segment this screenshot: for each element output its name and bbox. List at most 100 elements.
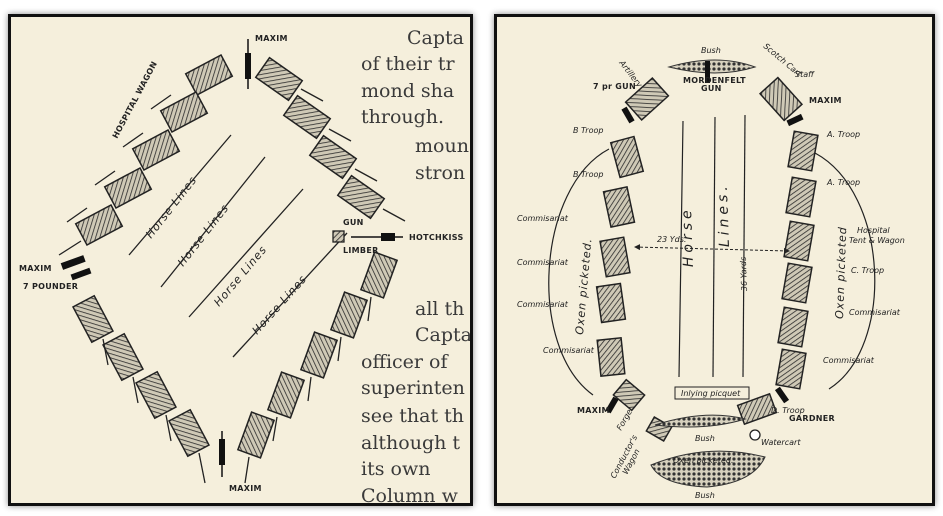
maxim-bottom-label: MAXIM (577, 406, 610, 415)
wagon (168, 408, 210, 458)
wagon (785, 176, 817, 218)
commissariat-left-2: Commisariat (517, 258, 569, 267)
horse-lines-label-3: Horse Lines (211, 243, 269, 309)
wagon (102, 332, 144, 382)
book-text-line: Capta (415, 324, 472, 346)
wagon (299, 331, 339, 379)
wagon (74, 204, 124, 246)
horse-lines-label-4: Horse Lines (250, 272, 310, 337)
wagon (781, 262, 813, 304)
left-laager-diagram-panel: Horse Lines Horse Lines Horse Lines Hors… (8, 14, 473, 506)
wagon (336, 174, 386, 220)
commissariat-left-3: Commisariat (517, 300, 569, 309)
wagon (612, 378, 646, 412)
wagons-northwest (58, 54, 234, 256)
commissariat-left-1: Commisariat (517, 214, 569, 223)
watercart (749, 429, 761, 441)
horse-lines-label-2: Horse Lines (175, 202, 232, 269)
c-troop-label: C. Troop (851, 266, 884, 275)
wagon (645, 416, 673, 442)
horse-line-rope (232, 232, 348, 358)
bush-top (667, 59, 757, 74)
wagon (777, 306, 809, 348)
book-text-line: its own (361, 458, 431, 480)
d-troop-label: D. Troop (771, 406, 805, 415)
maxim-left-label: MAXIM (19, 264, 52, 273)
staff-label: Staff (795, 70, 815, 79)
wagons-west (595, 76, 670, 377)
horse-line-rope (160, 156, 266, 288)
wagon (135, 370, 177, 420)
gun-limber-label-1: GUN (343, 218, 364, 227)
gardner-gun (774, 386, 790, 404)
right-laager-diagram-panel: Bush MORDENFELT GUN (494, 14, 935, 506)
yds-23-label: 23 Yds. (657, 235, 686, 244)
wagon (184, 54, 234, 96)
seven-pr-gun-label: 7 pr GUN (593, 82, 636, 91)
book-text-line: see that th (361, 405, 465, 427)
wagon (308, 134, 358, 180)
oxen-bottom-label: Oxen picketed. (673, 456, 734, 465)
right-laager-diagram: Bush MORDENFELT GUN (517, 42, 905, 500)
commissariat-left-4: Commisariat (543, 346, 595, 355)
gun-limber (332, 230, 345, 243)
book-text-line: moun (415, 135, 469, 157)
wagons-northeast (254, 56, 406, 222)
seven-pounder-label: 7 POUNDER (23, 282, 78, 291)
gun-limber-label-2: LIMBER (343, 246, 379, 255)
bush-top-label: Bush (701, 46, 721, 55)
wagon (736, 392, 778, 426)
wagons-southeast (236, 251, 399, 484)
dim-23-yds (634, 244, 790, 254)
wagon (609, 135, 645, 179)
wagon (329, 291, 369, 339)
wagon (624, 76, 670, 122)
commissariat-right-1: Commisariat (849, 308, 901, 317)
maxim-gun-top-right (786, 113, 804, 127)
inlying-picquet-box (674, 386, 750, 400)
wagon (595, 282, 627, 324)
maxim-gun-bottom (219, 431, 225, 477)
horse-lines-label-1: Horse Lines (143, 174, 200, 241)
oxen-right-label: Oxen picketed (833, 226, 849, 319)
wagon (599, 236, 631, 278)
book-text-line: superinten (361, 377, 465, 399)
wagon (602, 186, 636, 228)
wagon (359, 251, 399, 299)
seven-pr-gun (621, 106, 635, 124)
commissariat-right-2: Commisariat (823, 356, 875, 365)
wagon (282, 94, 332, 140)
book-text-line: mond sha (361, 80, 455, 102)
gardner-label: GARDNER (789, 414, 835, 423)
hotchkiss-gun (351, 233, 403, 241)
wagon (131, 129, 181, 171)
maxim-gun-bottom-left (605, 396, 619, 414)
hospital-label-1: Hospital (857, 226, 890, 235)
wagon (159, 91, 209, 133)
book-text-line: all th (415, 298, 465, 320)
lines-label: Lines. (715, 182, 733, 247)
wagon (236, 411, 276, 459)
bush-mid-label: Bush (695, 434, 715, 443)
bush-bottom (650, 450, 766, 488)
book-text-line: officer of (361, 351, 448, 373)
left-laager-diagram: Horse Lines Horse Lines Horse Lines Hors… (19, 34, 464, 493)
b-troop-label-1: B Troop (573, 126, 603, 135)
wagon (787, 130, 819, 172)
hotchkiss-label: HOTCHKISS (409, 233, 464, 242)
wagon (775, 348, 807, 390)
wagon (758, 76, 804, 122)
mordenfelt-gun (705, 61, 710, 83)
book-text-line: of their tr (361, 53, 455, 75)
book-text-line: Capta (407, 27, 464, 49)
maxim-top-label: MAXIM (255, 34, 288, 43)
maxim-bottom-label: MAXIM (229, 484, 262, 493)
wagon (254, 56, 304, 102)
wagon (596, 337, 626, 377)
yds-36-label: 36 Yards (739, 257, 749, 292)
mordenfelt-gun-label: GUN (701, 84, 722, 93)
book-text-line: through. (361, 106, 445, 128)
hospital-wagon-label: HOSPITAL WAGON (111, 60, 159, 140)
book-text-line: Column w (361, 485, 458, 506)
watercart-label: Watercart (761, 438, 801, 447)
